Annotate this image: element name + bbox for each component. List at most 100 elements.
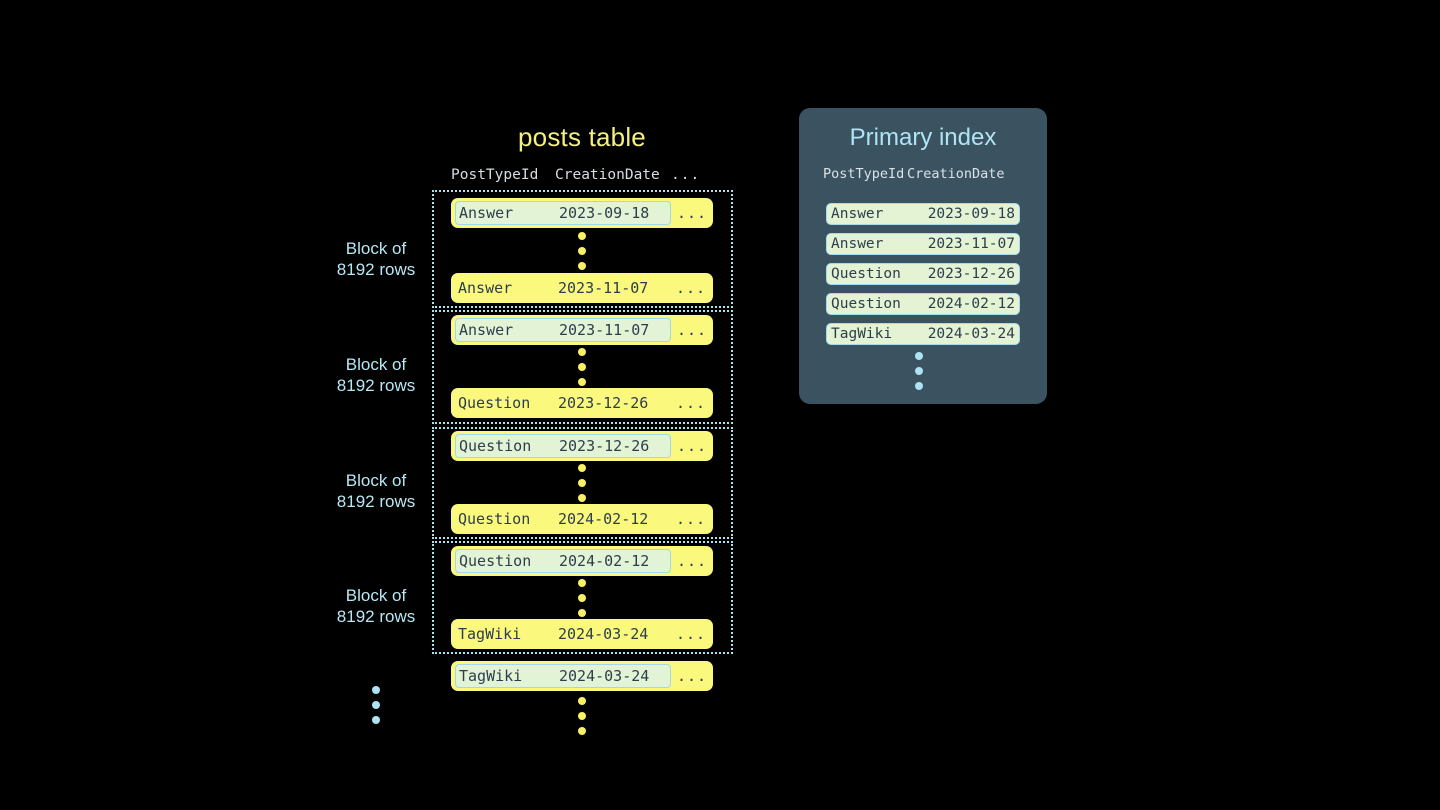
dot: [578, 727, 586, 735]
cell-posttypeid: Question: [831, 266, 901, 282]
block-label-line2: 8192 rows: [336, 260, 416, 279]
vertical-ellipsis-dots: [577, 697, 587, 735]
block-frame-3: [432, 427, 733, 539]
table-row[interactable]: Question 2024-02-12 ...: [451, 546, 713, 576]
cell-creationdate: 2024-03-24: [559, 667, 650, 685]
row-key-cells: Question 2024-02-12: [455, 549, 671, 573]
index-continuation-dots: [914, 352, 924, 390]
posts-table-column-headers: PostTypeId CreationDate ...: [451, 165, 713, 185]
cell-creationdate: 2023-11-07: [559, 321, 650, 339]
vertical-ellipsis-dots: [577, 348, 587, 386]
cell-creationdate: 2024-03-24: [927, 326, 1015, 342]
cell-more: ...: [675, 394, 707, 412]
table-row[interactable]: Answer 2023-11-07 ...: [451, 315, 713, 345]
dot: [372, 686, 380, 694]
table-row[interactable]: Question 2024-02-12 ...: [451, 504, 713, 534]
block-label-line1: Block of: [345, 355, 407, 374]
dot: [372, 716, 380, 724]
dot: [915, 367, 923, 375]
block-label-line2: 8192 rows: [336, 492, 416, 511]
cell-more: ...: [676, 321, 708, 339]
row-key-cells: Question 2024-02-12: [455, 507, 669, 531]
row-key-cells: TagWiki 2024-03-24: [455, 622, 669, 646]
dot: [578, 609, 586, 617]
cell-posttypeid: Question: [831, 296, 901, 312]
cell-creationdate: 2024-03-24: [558, 625, 649, 643]
row-key-cells: Answer 2023-11-07: [455, 318, 671, 342]
dot: [578, 363, 586, 371]
row-key-cells: TagWiki 2024-03-24: [455, 664, 671, 688]
vertical-ellipsis-dots: [577, 232, 587, 270]
cell-creationdate: 2023-12-26: [927, 266, 1015, 282]
cell-posttypeid: TagWiki: [458, 625, 522, 643]
dot: [578, 232, 586, 240]
block-label-2: Block of 8192 rows: [296, 354, 456, 396]
block-frame-1: [432, 190, 733, 308]
dot: [578, 594, 586, 602]
dot: [578, 262, 586, 270]
dot: [578, 247, 586, 255]
vertical-ellipsis-dots: [577, 464, 587, 502]
cell-posttypeid: Answer: [831, 236, 884, 252]
cell-more: ...: [675, 625, 707, 643]
dot: [578, 464, 586, 472]
column-header-more: ...: [671, 167, 701, 183]
block-label-line2: 8192 rows: [336, 607, 416, 626]
block-label-1: Block of 8192 rows: [296, 238, 456, 280]
index-row[interactable]: Answer 2023-11-07: [826, 233, 1020, 255]
cell-posttypeid: Answer: [831, 206, 884, 222]
row-key-cells: Answer 2023-09-18: [455, 201, 671, 225]
table-row[interactable]: Question 2023-12-26 ...: [451, 388, 713, 418]
primary-index-title: Primary index: [849, 124, 997, 151]
primary-index-column-headers: PostTypeId CreationDate: [823, 166, 1023, 182]
dot: [578, 697, 586, 705]
cell-posttypeid: Question: [459, 552, 532, 570]
column-header-creationdate: CreationDate: [907, 166, 1005, 182]
block-label-3: Block of 8192 rows: [296, 470, 456, 512]
block-label-line1: Block of: [345, 471, 407, 490]
cell-creationdate: 2023-11-07: [927, 236, 1015, 252]
row-key-cells: Answer 2023-11-07: [455, 276, 669, 300]
blocks-continuation-dots: [371, 686, 381, 724]
index-row[interactable]: Question 2024-02-12: [826, 293, 1020, 315]
dot: [578, 479, 586, 487]
table-row[interactable]: TagWiki 2024-03-24 ...: [451, 619, 713, 649]
row-key-cells: Question 2023-12-26: [455, 434, 671, 458]
cell-more: ...: [676, 437, 708, 455]
column-header-posttypeid: PostTypeId: [823, 166, 905, 182]
block-label-line1: Block of: [345, 586, 407, 605]
table-row[interactable]: TagWiki 2024-03-24 ...: [451, 661, 713, 691]
index-row[interactable]: Question 2023-12-26: [826, 263, 1020, 285]
table-row[interactable]: Answer 2023-11-07 ...: [451, 273, 713, 303]
cell-more: ...: [675, 279, 707, 297]
index-row[interactable]: TagWiki 2024-03-24: [826, 323, 1020, 345]
dot: [578, 378, 586, 386]
table-row[interactable]: Question 2023-12-26 ...: [451, 431, 713, 461]
cell-creationdate: 2023-09-18: [559, 204, 650, 222]
cell-posttypeid: Answer: [459, 321, 514, 339]
cell-posttypeid: Answer: [459, 204, 514, 222]
cell-creationdate: 2023-12-26: [559, 437, 650, 455]
dot: [915, 382, 923, 390]
posts-table-title: posts table: [518, 122, 646, 152]
cell-creationdate: 2023-09-18: [927, 206, 1015, 222]
dot: [578, 348, 586, 356]
cell-posttypeid: Question: [458, 394, 531, 412]
cell-posttypeid: TagWiki: [831, 326, 893, 342]
cell-creationdate: 2023-12-26: [558, 394, 649, 412]
dot: [578, 579, 586, 587]
cell-posttypeid: Question: [458, 510, 531, 528]
cell-more: ...: [675, 510, 707, 528]
block-frame-4: [432, 541, 733, 654]
cell-creationdate: 2023-11-07: [558, 279, 649, 297]
cell-more: ...: [676, 667, 708, 685]
vertical-ellipsis-dots: [577, 579, 587, 617]
table-row[interactable]: Answer 2023-09-18 ...: [451, 198, 713, 228]
column-header-creationdate: CreationDate: [555, 167, 660, 183]
dot: [372, 701, 380, 709]
cell-more: ...: [676, 552, 708, 570]
index-row[interactable]: Answer 2023-09-18: [826, 203, 1020, 225]
block-label-line2: 8192 rows: [336, 376, 416, 395]
column-header-posttypeid: PostTypeId: [451, 167, 539, 183]
